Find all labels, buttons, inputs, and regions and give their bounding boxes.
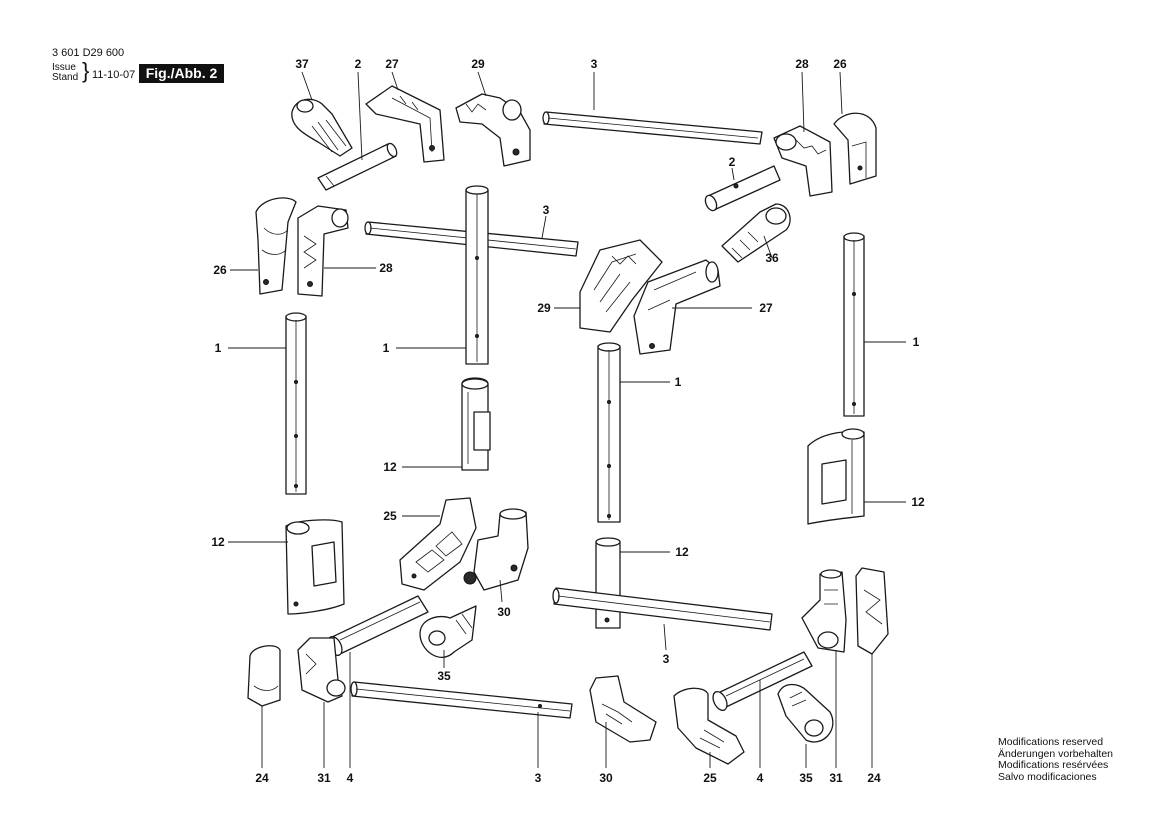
callout-1-left: 1 [215,341,222,355]
callout-30-bottom: 30 [599,771,613,785]
leader-lines [228,71,906,768]
callout-29-middle: 29 [537,301,551,315]
part-31-connector-right [801,569,847,653]
part-29-elbow-top [455,93,531,167]
callout-36: 36 [765,251,779,265]
part-26-cap-left [255,197,297,295]
part-26-cap-top [833,112,877,185]
part-28-connector-top [773,125,833,197]
callout-1-right: 1 [913,335,920,349]
part-1-post-center-right [597,342,621,523]
part-28-connector-left [297,205,349,297]
note-en: Modifications reserved [998,736,1104,748]
part-24-cap-right [855,567,889,655]
part-35-grip-mid [419,605,477,658]
note-fr: Modifications resérvées [998,759,1109,771]
callout-31-left: 31 [317,771,331,785]
part-12-foot-right [807,428,865,525]
part-2-tube-right [704,165,781,212]
callout-25-bottom: 25 [703,771,717,785]
callout-31-right: 31 [829,771,843,785]
note-de: Änderungen vorbehalten [998,747,1114,760]
callout-4-left: 4 [347,771,354,785]
part-36-grip [721,203,791,263]
part-27-bracket-top [365,85,445,163]
note-es: Salvo modificaciones [998,770,1097,783]
callout-28-left: 28 [379,261,393,275]
callout-27-top: 27 [385,57,399,71]
callout-1-center-right: 1 [675,375,682,389]
callout-2-right: 2 [729,155,736,169]
callout-25-mid: 25 [383,509,397,523]
part-30-bracket-bottom [589,675,657,743]
issue-stand-labels: Issue Stand [52,63,78,83]
callout-35-right: 35 [799,771,813,785]
callout-37: 37 [295,57,309,71]
part-code: 3 601 D29 600 [52,47,125,59]
revision-date: 11-10-07 [92,69,136,81]
part-2-tube-top [317,142,398,191]
part-29-elbow-middle [579,239,663,333]
part-3-bar-bottom-right [552,587,773,631]
brace-glyph: } [82,58,90,83]
part-25-bracket-mid [399,497,477,591]
part-30-elbow-mid [463,508,529,591]
part-12-foot-center [461,377,491,471]
callout-24-left: 24 [255,771,269,785]
callout-4-right: 4 [757,771,764,785]
callout-27-middle: 27 [759,301,773,315]
figure-label: Fig./Abb. 2 [139,64,224,83]
part-12-foot-left [285,519,345,615]
part-31-connector-left [297,637,346,703]
part-35-grip-right [777,683,834,743]
part-3-bar-bottom-left [350,681,573,719]
callout-12-left: 12 [211,535,225,549]
callout-12-bottom: 12 [675,545,689,559]
callout-3-bottom-right: 3 [663,652,670,666]
callout-30-mid: 30 [497,605,511,619]
modifications-note: Modifications reserved Änderungen vorbeh… [998,736,1114,783]
issue-label: Issue [52,62,76,73]
callout-29-top: 29 [471,57,485,71]
callout-3-middle: 3 [543,203,550,217]
part-3-bar-top [542,111,763,145]
callout-28-top: 28 [795,57,809,71]
callout-35-mid: 35 [437,669,451,683]
callout-26-top: 26 [833,57,847,71]
callout-1-center: 1 [383,341,390,355]
part-24-cap-left [247,645,281,707]
part-4-tube-right [712,651,813,712]
part-12-post-bottom [595,537,621,629]
callout-26-left: 26 [213,263,227,277]
callout-3-bottom-left: 3 [535,771,542,785]
stand-label: Stand [52,72,79,83]
callout-12-right: 12 [911,495,925,509]
part-1-post-left [285,312,307,495]
part-25-bracket-bottom [673,687,745,765]
callout-24-right: 24 [867,771,881,785]
part-37-grip [291,98,353,157]
part-1-post-right [843,232,865,417]
callout-12-center: 12 [383,460,397,474]
part-1-post-center [465,185,489,365]
callout-3-top: 3 [591,57,598,71]
callout-2-top: 2 [355,57,362,71]
callout-numbers: 37 2 27 29 3 28 26 2 3 36 26 28 29 27 1 … [211,57,925,785]
part-27-bracket-middle [633,259,721,355]
